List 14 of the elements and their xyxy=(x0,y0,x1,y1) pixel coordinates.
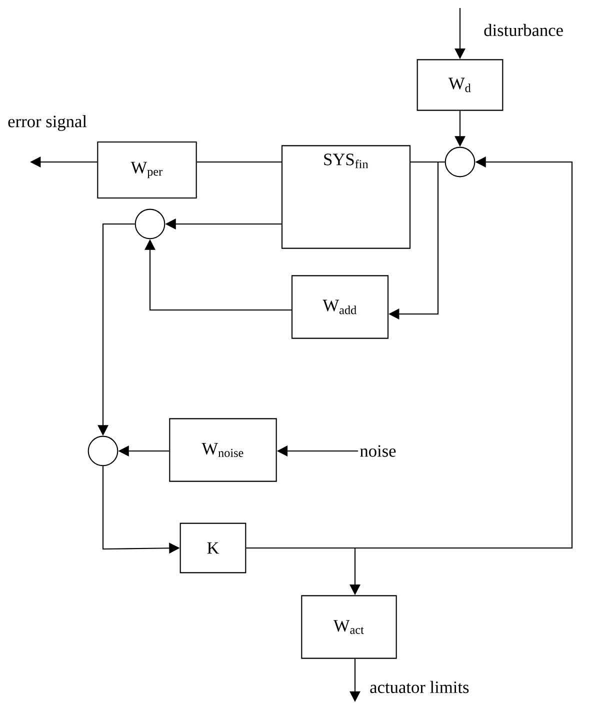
transfer-block: K xyxy=(180,522,246,574)
transfer-block: W$_{noise}$ xyxy=(169,418,277,482)
edge-label: error signal xyxy=(6,114,88,132)
transfer-block: W$_{per}$ xyxy=(97,141,197,199)
summing-junction xyxy=(444,146,476,178)
edge-label: actuator limits xyxy=(368,680,471,694)
system-block: SYS$_{fin}$ xyxy=(281,145,411,249)
edge-label: disturbance xyxy=(482,22,565,38)
signal-label: noise xyxy=(360,445,396,457)
transfer-block: W$_{add}$ xyxy=(291,275,389,339)
summing-junction xyxy=(134,208,166,240)
summing-junction xyxy=(88,436,118,466)
transfer-block: W$_{act}$ xyxy=(301,595,397,659)
transfer-block: W$_{d}$ xyxy=(416,59,504,111)
